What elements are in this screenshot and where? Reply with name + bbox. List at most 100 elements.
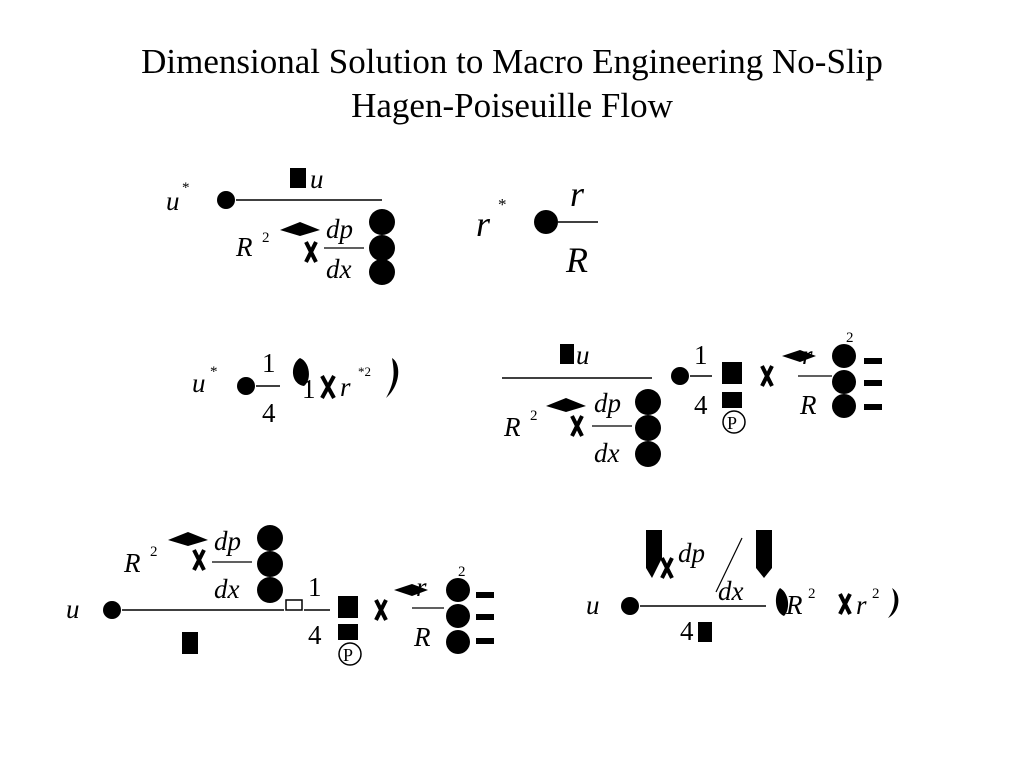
eq5-r: r	[416, 572, 427, 602]
eq5-equals-glyph	[103, 601, 121, 619]
eq4-open-bracket-bottom	[722, 392, 742, 408]
eq4-equals-glyph	[671, 367, 689, 385]
eq5-dx: dx	[214, 574, 240, 604]
eq6-close-paren	[888, 588, 899, 618]
eq3-r-sup: *2	[358, 364, 371, 379]
slide-title: Dimensional Solution to Macro Engineerin…	[0, 40, 1024, 128]
eq4-four: 4	[694, 390, 708, 420]
eq6-close-bracket-glyph	[756, 530, 772, 578]
eq1-mu-glyph	[290, 168, 306, 188]
eq6-dx: dx	[718, 576, 744, 606]
equation-u-expanded: u R 2 dp dx 1 4 P r R 2	[60, 520, 500, 670]
eq6-r: r	[856, 590, 867, 620]
eq3-one-inner: 1	[302, 374, 316, 404]
eq4-bracket-mid	[635, 415, 661, 441]
eq4-r-exp: 2	[846, 330, 854, 346]
eq4-close-bracket-mid	[832, 370, 856, 394]
eq5-one: 1	[308, 572, 322, 602]
eq5-bracket-top	[257, 525, 283, 551]
title-line-2: Hagen-Poiseuille Flow	[351, 86, 673, 125]
eq3-close-paren	[386, 358, 399, 398]
title-line-1: Dimensional Solution to Macro Engineerin…	[141, 42, 883, 81]
eq5-close-bracket-top	[446, 578, 470, 602]
eq5-open-bracket-top	[338, 596, 358, 618]
eq5-paren-glyph-2	[394, 584, 428, 596]
eq4-num-u: u	[576, 340, 590, 370]
eq4-minus-glyph	[570, 415, 584, 437]
eq5-minus-glyph-2	[374, 599, 388, 621]
eq2-equals-glyph	[534, 210, 558, 234]
eq5-four: 4	[308, 620, 322, 650]
eq4-circled-p	[722, 410, 746, 434]
eq5-R: R	[123, 548, 141, 578]
eq2-lhs-r: r	[476, 204, 491, 244]
eq4-end-bar-3	[864, 404, 882, 410]
eq2-num-r: r	[570, 174, 585, 214]
equation-u-final: u dp dx 4 R 2 r 2	[580, 528, 910, 658]
eq1-minus-glyph	[304, 241, 318, 263]
eq5-mu-glyph	[182, 632, 198, 654]
eq5-R-exp: 2	[150, 544, 158, 560]
eq5-end-bar-3	[476, 638, 494, 644]
eq2-den-R: R	[565, 240, 588, 280]
eq4-minus-glyph-2	[760, 365, 774, 387]
eq5-minus-glyph	[192, 549, 206, 571]
eq4-bracket-top	[635, 389, 661, 415]
eq4-paren-glyph-2	[782, 350, 816, 362]
eq4-dx: dx	[594, 438, 620, 468]
eq4-circled-p-letter: P	[727, 413, 737, 433]
eq5-close-bracket-mid	[446, 604, 470, 628]
eq4-open-bracket-top	[722, 362, 742, 384]
eq3-minus-glyph	[320, 375, 336, 399]
eq4-one: 1	[694, 340, 708, 370]
eq1-num-u: u	[310, 164, 324, 194]
eq5-Rden: R	[413, 622, 431, 652]
equation-r-star-definition: r * r R	[470, 170, 610, 280]
eq3-lhs-star: *	[210, 364, 218, 380]
eq6-slash	[715, 537, 743, 593]
eq6-minus-glyph-2	[838, 593, 852, 615]
eq3-one: 1	[262, 348, 276, 378]
eq5-end-bar-1	[476, 592, 494, 598]
eq5-dp: dp	[214, 526, 241, 556]
eq3-equals-glyph	[237, 377, 255, 395]
eq6-mu-glyph	[698, 622, 712, 642]
eq6-equals-glyph	[621, 597, 639, 615]
eq1-dp: dp	[326, 214, 353, 244]
eq5-circled-p-letter: P	[343, 645, 353, 665]
eq6-r-exp: 2	[872, 586, 880, 602]
eq6-R: R	[785, 590, 803, 620]
equation-u-star-definition: u * u R 2 dp dx	[160, 160, 400, 300]
eq6-dp: dp	[678, 538, 705, 568]
eq5-bracket-bottom	[257, 577, 283, 603]
eq5-paren-glyph	[168, 532, 208, 546]
eq1-paren-glyph	[280, 222, 320, 236]
eq6-lhs-u: u	[586, 590, 600, 620]
eq1-bracket-top	[369, 209, 395, 235]
eq6-four: 4	[680, 616, 694, 646]
eq6-open-bracket-glyph	[646, 530, 662, 578]
eq6-minus-glyph	[660, 557, 674, 579]
equation-u-star-solution: u * 1 4 1 r *2	[186, 340, 416, 440]
eq1-bracket-mid	[369, 235, 395, 261]
eq3-four: 4	[262, 398, 276, 428]
eq3-open-paren	[292, 358, 309, 386]
eq5-dot-glyph	[285, 599, 303, 611]
eq4-close-bracket-top	[832, 344, 856, 368]
eq4-end-bar-2	[864, 380, 882, 386]
eq4-den-r: R	[503, 412, 521, 442]
eq1-lhs-u: u	[166, 186, 180, 216]
eq4-end-bar-1	[864, 358, 882, 364]
eq4-den-r-exp: 2	[530, 408, 538, 424]
eq4-dp: dp	[594, 388, 621, 418]
eq5-open-bracket-bottom	[338, 624, 358, 640]
eq5-lhs-u: u	[66, 594, 80, 624]
eq4-mu-glyph	[560, 344, 574, 364]
eq1-bracket-bottom	[369, 259, 395, 285]
eq3-lhs-u: u	[192, 368, 206, 398]
eq5-bracket-mid	[257, 551, 283, 577]
eq5-close-bracket-bottom	[446, 630, 470, 654]
eq5-r-exp: 2	[458, 564, 466, 580]
eq1-equals-glyph	[217, 191, 235, 209]
eq3-r: r	[340, 372, 351, 402]
